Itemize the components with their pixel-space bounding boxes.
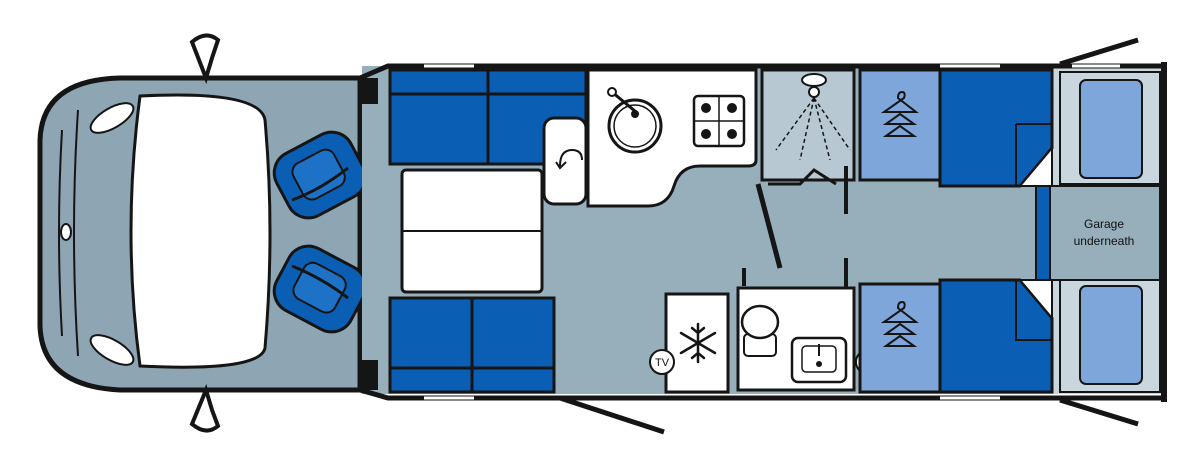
basin-icon <box>790 336 848 384</box>
toilet-icon <box>740 304 780 357</box>
washroom-door-top <box>755 183 783 269</box>
outer-walls <box>359 62 1167 402</box>
tv-icon: TV <box>649 349 675 375</box>
cab-badge <box>60 223 72 241</box>
wall-pillar-bottom <box>360 360 378 390</box>
pillow-top <box>1059 71 1161 185</box>
hanger-icon <box>880 300 919 347</box>
shower-door <box>768 168 837 186</box>
seat-belt-driver <box>291 166 349 202</box>
wardrobe-bottom <box>858 282 942 394</box>
lounge-sofa-bottom <box>388 296 556 394</box>
swivel-arrow-icon <box>555 148 583 170</box>
sink-icon <box>607 87 663 154</box>
dining-table <box>400 168 544 294</box>
seat-icon <box>272 130 368 220</box>
swivel-seat <box>542 116 588 206</box>
pillow-bottom <box>1059 279 1161 393</box>
cab-seat-passenger-cushion <box>292 261 347 314</box>
tv-label-left: TV <box>655 357 670 369</box>
seat-belt-passenger <box>291 264 349 300</box>
rear-bed-top <box>938 68 1054 188</box>
washroom <box>736 286 856 392</box>
cab-seat-driver-cushion <box>291 148 346 201</box>
mirror-top <box>189 33 221 85</box>
headlight-top <box>89 102 135 134</box>
wall-pillar-top <box>360 78 378 104</box>
garage-hatch: Garage underneath <box>1035 185 1161 281</box>
cab-dashboard <box>129 93 272 369</box>
wardrobe-top <box>858 68 942 182</box>
cab-bonnet-lines <box>58 109 79 357</box>
headlight-bottom <box>89 334 135 366</box>
entrance-door <box>559 395 665 435</box>
rear-bed-bottom <box>938 278 1054 394</box>
mirror-bottom <box>189 384 221 433</box>
windows <box>424 64 1120 400</box>
fridge <box>664 292 730 394</box>
snowflake-icon <box>679 322 717 364</box>
garage-door-top <box>1059 37 1139 67</box>
garage-door-bottom <box>1059 397 1139 427</box>
cab <box>37 33 363 433</box>
garage-label-line2: underneath <box>1074 234 1135 248</box>
garage-label-line1: Garage <box>1084 217 1124 231</box>
shower-icon <box>775 73 851 161</box>
hanger-icon <box>880 90 919 137</box>
seat-icon <box>272 244 368 334</box>
shower-room <box>760 68 856 186</box>
hob-icon <box>692 94 746 148</box>
